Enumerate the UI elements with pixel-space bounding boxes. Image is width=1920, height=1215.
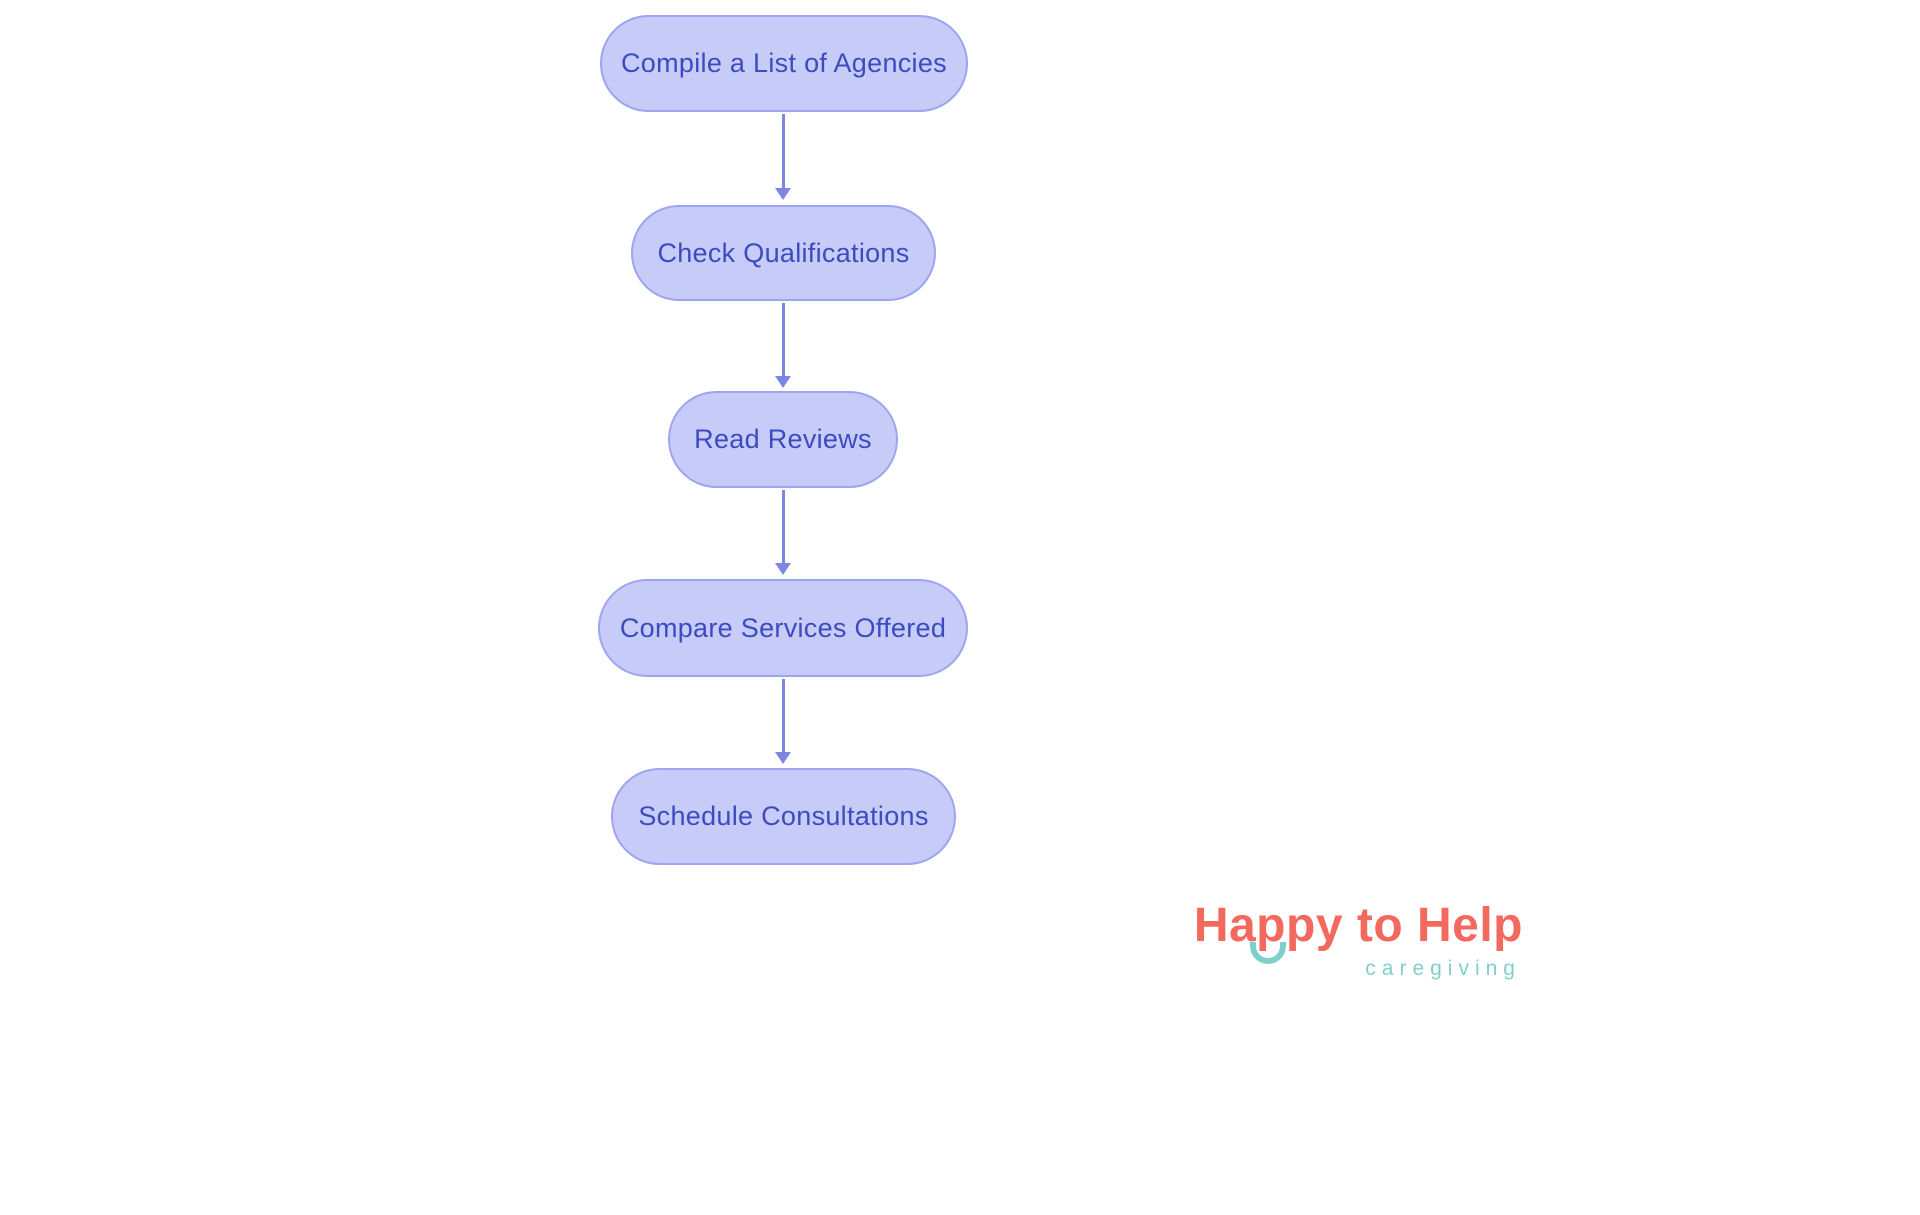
happy-to-help-logo: Happy to Help caregiving (1158, 898, 1523, 981)
arrow-line (782, 679, 785, 752)
arrow-head (775, 752, 791, 764)
flow-node-compile-list: Compile a List of Agencies (600, 15, 968, 112)
arrow-head (775, 376, 791, 388)
flow-node-label: Compile a List of Agencies (621, 48, 947, 78)
flow-arrow-down-icon (773, 679, 794, 764)
arrow-line (782, 114, 785, 188)
flow-node-read-reviews: Read Reviews (668, 391, 898, 488)
arrow-line (782, 490, 785, 563)
smile-icon (1250, 942, 1286, 964)
flow-node-label: Compare Services Offered (619, 612, 947, 643)
flow-arrow-down-icon (773, 490, 794, 575)
logo-wordmark: Happy to Help (1193, 899, 1523, 952)
arrow-head (775, 188, 791, 200)
arrow-line (782, 303, 785, 376)
flow-node-compare-services: Compare Services Offered (598, 579, 968, 677)
flow-node-label: Check Qualifications (657, 237, 910, 268)
arrow-head (775, 563, 791, 575)
flow-node-schedule-consultations: Schedule Consultations (611, 768, 956, 865)
flow-node-label: Schedule Consultations (638, 801, 929, 831)
flow-node-label: Read Reviews (694, 424, 872, 454)
flow-node-check-qualifications: Check Qualifications (631, 205, 936, 301)
flow-arrow-down-icon (773, 303, 794, 388)
flow-arrow-down-icon (773, 114, 794, 200)
logo-tagline: caregiving (1365, 957, 1521, 980)
